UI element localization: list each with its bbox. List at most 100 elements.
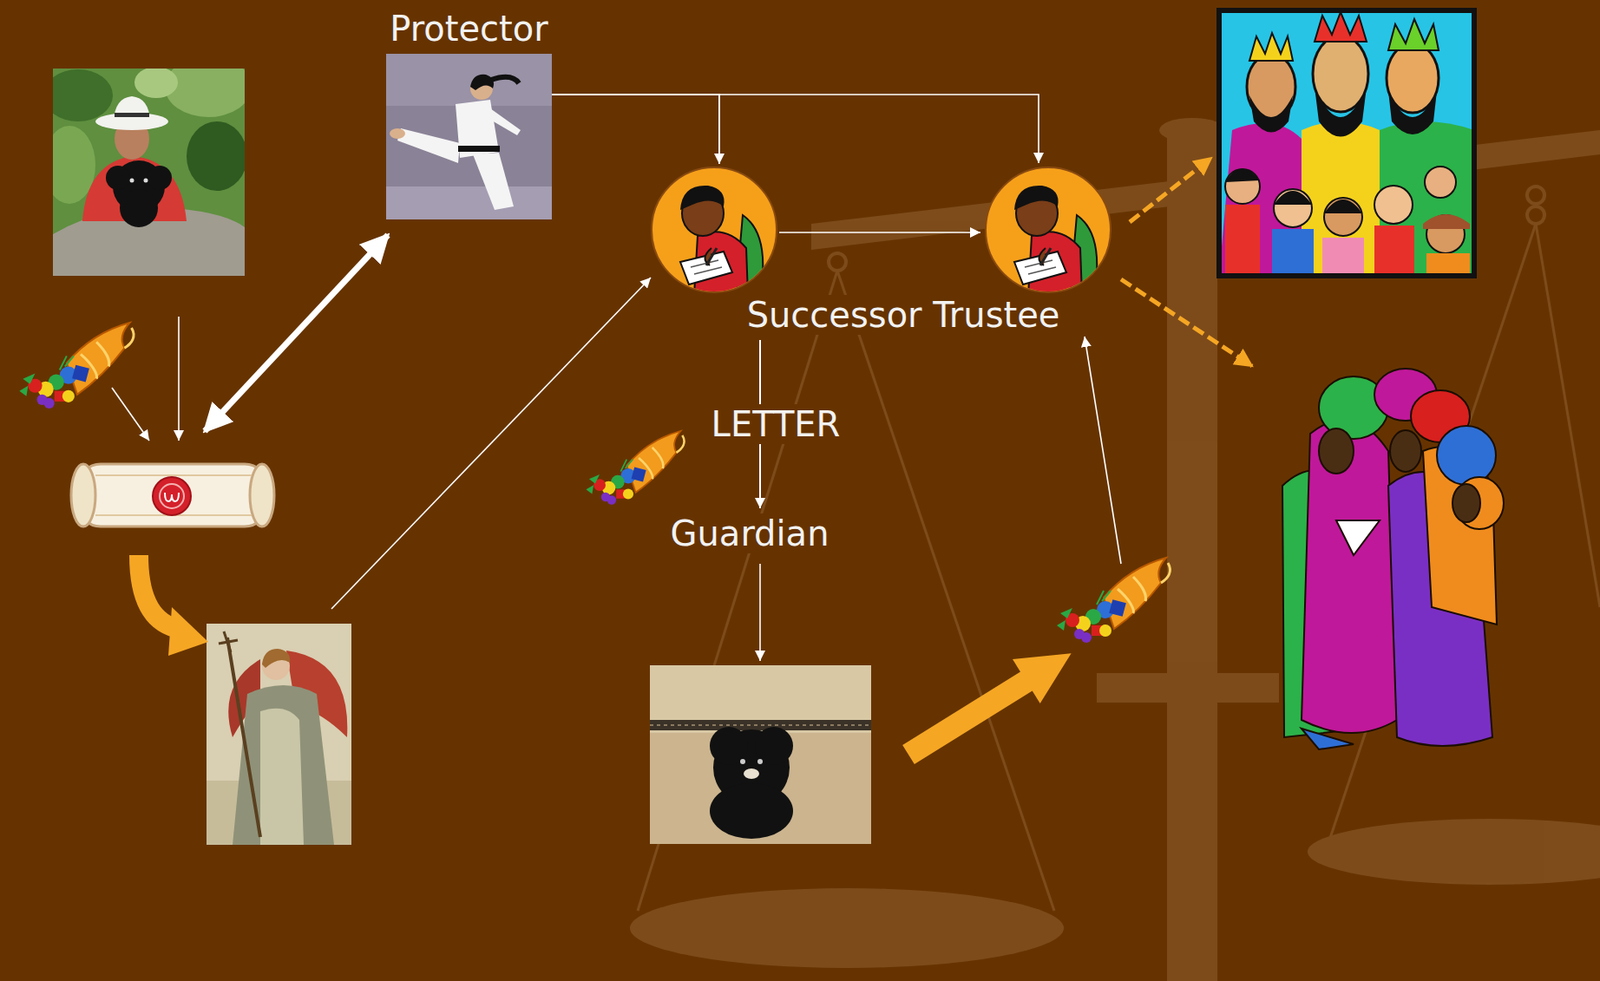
- beneficiaries-picture: [1314, 86, 1367, 138]
- protector-photo: [485, 108, 521, 136]
- balance-scale: [1527, 206, 1545, 224]
- distribution-arrows: [1121, 279, 1253, 367]
- owner-photo: [147, 165, 172, 191]
- will-scroll: [71, 464, 275, 527]
- beneficiaries-picture: [1314, 12, 1367, 42]
- protector-photo: [386, 53, 552, 220]
- cornucopia: [19, 322, 134, 409]
- distribution-arrows: [1121, 157, 1253, 367]
- protector-photo: [386, 53, 552, 220]
- beneficiaries-group: [1301, 419, 1397, 734]
- protector-photo: [491, 77, 519, 84]
- beneficiaries-picture: [1426, 253, 1470, 276]
- angel-painting: [206, 623, 352, 846]
- protector-photo: [470, 74, 494, 91]
- beneficiaries-picture: [1386, 43, 1439, 113]
- angel-painting: [262, 649, 290, 669]
- beneficiaries-group: [1282, 368, 1504, 750]
- beneficiaries-picture: [1219, 10, 1475, 276]
- flow-arrows: [111, 387, 150, 441]
- balance-scale: [1307, 819, 1600, 886]
- flow-arrows: [331, 277, 651, 610]
- owner-photo: [186, 121, 245, 191]
- will-scroll: [164, 492, 179, 502]
- will-scroll: [152, 477, 191, 516]
- beneficiaries-picture: [1273, 189, 1312, 228]
- owner-photo: [164, 68, 245, 118]
- protector-photo: [458, 145, 500, 152]
- curved-arrow: [138, 555, 209, 656]
- beneficiaries-picture: [1225, 204, 1260, 276]
- pet-dog-photo: [740, 759, 746, 765]
- pet-dog-photo: [649, 724, 872, 727]
- trustee-icon: [985, 167, 1111, 296]
- angel-painting: [260, 708, 304, 846]
- beneficiaries-picture: [1374, 225, 1415, 276]
- owner-photo: [119, 189, 158, 228]
- owner-photo: [144, 178, 149, 184]
- beneficiaries-picture: [1219, 10, 1475, 276]
- fat-arrow: [894, 631, 1085, 778]
- curved-arrow: [138, 555, 176, 629]
- balance-scale: [1527, 186, 1545, 204]
- beneficiaries-group: [1390, 430, 1422, 473]
- beneficiaries-picture: [1219, 10, 1475, 276]
- edge-label-holder: LETTER: [708, 404, 845, 445]
- owner-photo: [52, 68, 245, 276]
- flow-arrows: [779, 231, 981, 234]
- beneficiaries-group: [1318, 428, 1354, 474]
- beneficiaries-group: [1336, 520, 1380, 556]
- flow-arrows: [719, 94, 1039, 164]
- balance-scale: [629, 118, 1600, 981]
- will-scroll: [159, 484, 184, 509]
- edge-label: LETTER: [708, 404, 845, 445]
- owner-photo: [130, 178, 135, 184]
- beneficiaries-picture: [1324, 197, 1363, 237]
- beneficiaries-group: [1301, 728, 1354, 750]
- beneficiaries-picture: [1272, 229, 1314, 276]
- angel-painting: [206, 623, 352, 846]
- beneficiaries-picture: [1219, 10, 1475, 276]
- flow-arrows: [759, 563, 761, 662]
- balance-scale: [1327, 223, 1536, 846]
- beneficiaries-picture: [1249, 95, 1293, 133]
- cornucopia: [585, 431, 684, 505]
- guardian-box: Guardian: [666, 511, 834, 556]
- pet-dog-photo: [649, 720, 872, 731]
- beneficiaries-picture: [1249, 32, 1293, 61]
- owner-photo: [114, 112, 150, 118]
- will-scroll: [95, 475, 252, 516]
- protector-box: Protector: [386, 53, 552, 220]
- pet-dog-photo: [754, 727, 794, 766]
- protector-photo: [472, 152, 514, 210]
- node-label: Guardian: [668, 513, 833, 554]
- owner-photo: [113, 96, 151, 122]
- beneficiaries-group: [1452, 484, 1481, 523]
- flow-arrows: [1084, 336, 1122, 564]
- distribution-arrows: [1129, 157, 1212, 223]
- owner-photo: [52, 69, 113, 122]
- balance-scale: [1096, 673, 1279, 703]
- will-scroll: [71, 464, 96, 527]
- beneficiaries-picture: [1374, 185, 1413, 224]
- pet-dog-photo: [709, 783, 794, 840]
- beneficiaries-group: [1436, 426, 1496, 486]
- flow-arrows: [177, 316, 180, 441]
- beneficiaries-picture: [1388, 19, 1439, 51]
- owner-photo: [134, 68, 178, 99]
- trustee-box: Successor Trustee: [649, 164, 1158, 339]
- beneficiaries-picture: [1322, 237, 1364, 276]
- balance-scale: [828, 253, 846, 271]
- will-scroll: [249, 464, 275, 527]
- beneficiaries-picture: [1388, 91, 1437, 135]
- pet-dog-photo: [649, 665, 872, 845]
- beneficiaries-picture: [1225, 168, 1260, 183]
- balance-scale: [1159, 118, 1226, 143]
- protector-photo: [389, 128, 406, 139]
- balance-scale: [1535, 223, 1600, 608]
- owner-photo: [105, 165, 131, 191]
- pet-dog-photo: [709, 727, 748, 766]
- beneficiaries-picture: [1422, 214, 1470, 230]
- curved-arrow: [168, 607, 209, 656]
- pet-dog-photo: [649, 665, 872, 845]
